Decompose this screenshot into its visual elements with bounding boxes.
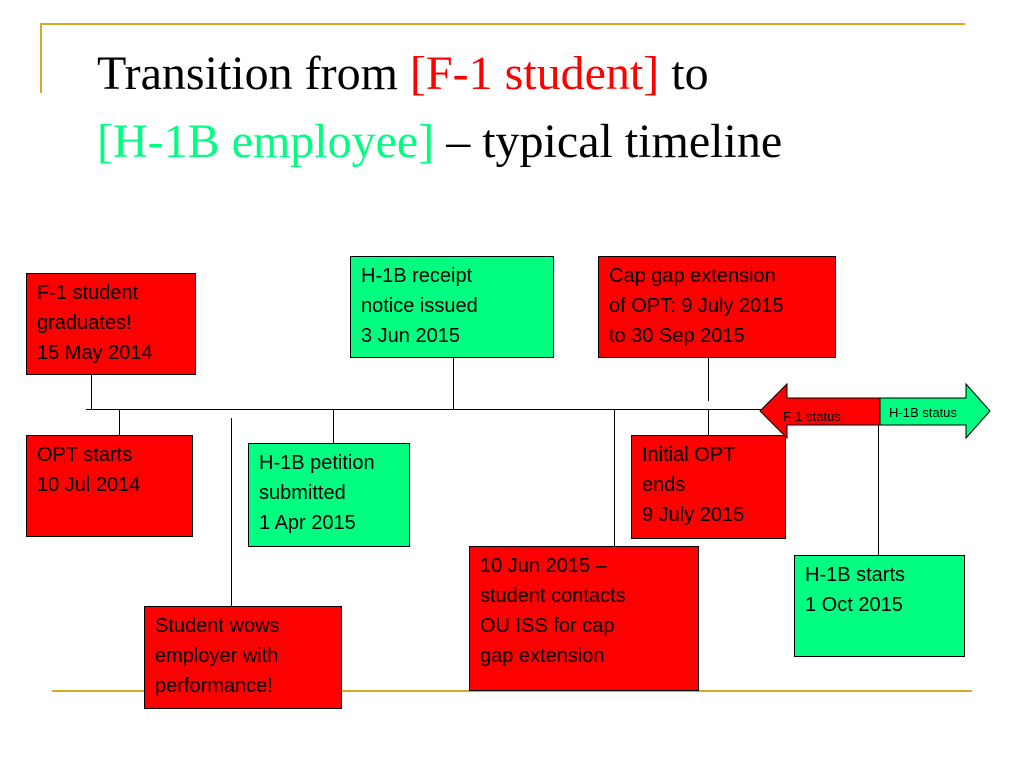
left-gold-rule (40, 23, 42, 93)
event-text-line: employer with (155, 645, 279, 667)
title-text-1: Transition from (97, 47, 410, 100)
event-text-line: H-1B starts (805, 564, 906, 586)
event-f1-graduates: F-1 student graduates! 15 May 2014 (26, 273, 196, 375)
connector-h1b-starts (878, 425, 879, 555)
connector-graduates (91, 375, 92, 409)
event-h1b-starts: H-1B starts 1 Oct 2015 (794, 555, 965, 657)
event-h1b-receipt: H-1B receipt notice issued 3 Jun 2015 (350, 256, 554, 358)
event-text-line: H-1B petition (259, 452, 375, 474)
event-text-line: Student wows (155, 615, 280, 637)
event-text-line: 9 July 2015 (642, 504, 745, 526)
h1b-status-label: H-1B status (889, 405, 957, 420)
connector-petition (333, 409, 334, 443)
connector-receipt (453, 358, 454, 409)
event-text-line: notice issued (361, 295, 478, 317)
event-initial-opt-ends: Initial OPT ends 9 July 2015 (631, 435, 786, 539)
event-text-line: 10 Jul 2014 (37, 474, 141, 496)
event-text-line: F-1 student (37, 282, 139, 304)
event-student-wows: Student wows employer with performance! (144, 606, 342, 709)
event-text-line: 10 Jun 2015 – (480, 555, 607, 577)
connector-opt-ends (708, 409, 709, 435)
title-f1-student: [F-1 student] (409, 47, 660, 100)
top-gold-rule (40, 23, 965, 25)
title-text-3: – typical timeline (434, 115, 783, 168)
h1b-status-arrow (879, 382, 991, 440)
event-text-line: gap extension (480, 645, 605, 667)
timeline-axis (86, 409, 776, 410)
connector-opt-starts (119, 409, 120, 435)
event-text-line: graduates! (37, 312, 132, 334)
connector-wows (231, 418, 232, 606)
event-text-line: to 30 Sep 2015 (609, 325, 745, 347)
event-student-contacts: 10 Jun 2015 – student contacts OU ISS fo… (469, 546, 699, 691)
title-text-2: to (659, 47, 709, 100)
event-text-line: Initial OPT (642, 444, 736, 466)
event-text-line: OPT starts (37, 444, 133, 466)
connector-contacts (614, 409, 615, 546)
event-text-line: submitted (259, 482, 346, 504)
event-text-line: 15 May 2014 (37, 342, 153, 364)
event-text-line: student contacts (480, 585, 626, 607)
event-text-line: performance! (155, 675, 273, 697)
event-text-line: H-1B receipt (361, 265, 473, 287)
event-opt-starts: OPT starts 10 Jul 2014 (26, 435, 193, 537)
event-text-line: Cap gap extension (609, 265, 776, 287)
event-text-line: of OPT: 9 July 2015 (609, 295, 784, 317)
slide-title: Transition from [F-1 student] to [H-1B e… (97, 40, 977, 176)
event-h1b-petition: H-1B petition submitted 1 Apr 2015 (248, 443, 410, 547)
title-h1b-employee: [H-1B employee] (97, 115, 435, 168)
event-cap-gap-extension: Cap gap extension of OPT: 9 July 2015 to… (598, 256, 836, 358)
event-text-line: 3 Jun 2015 (361, 325, 460, 347)
event-text-line: ends (642, 474, 686, 496)
bottom-gold-rule (52, 690, 972, 692)
event-text-line: 1 Oct 2015 (805, 594, 903, 616)
event-text-line: OU ISS for cap (480, 615, 615, 637)
connector-cap-gap (708, 358, 709, 401)
event-text-line: 1 Apr 2015 (259, 512, 356, 534)
f1-status-label: F-1 status (783, 409, 841, 424)
